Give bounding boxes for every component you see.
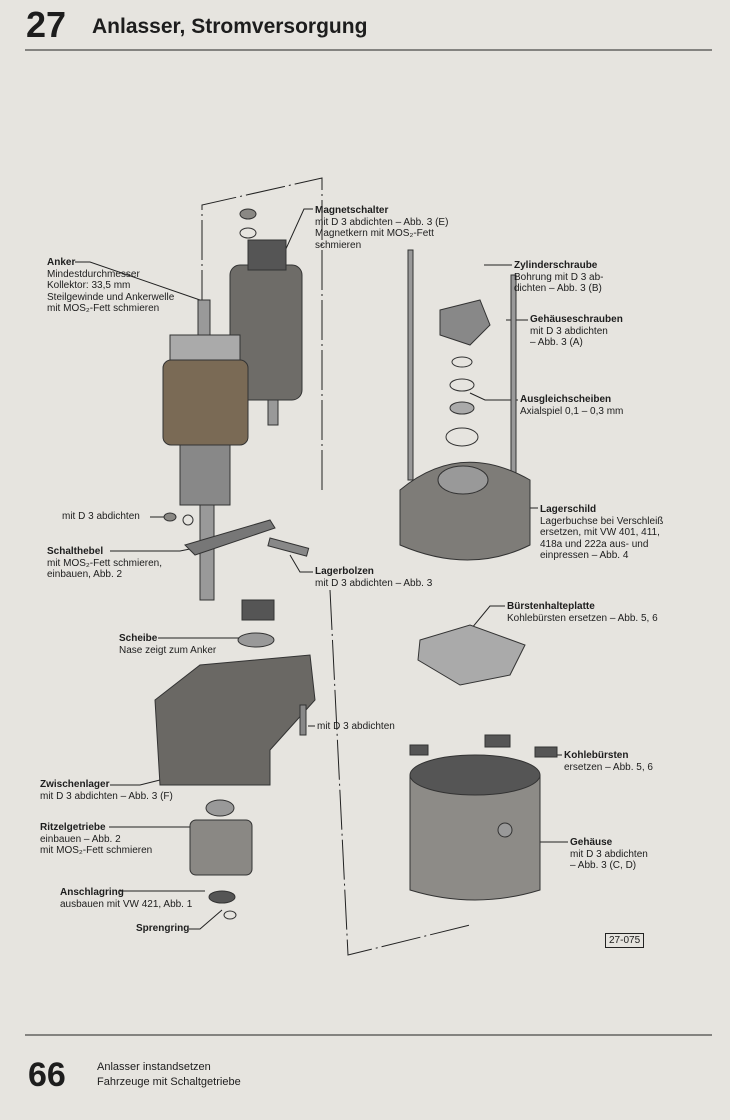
label-ritzelgetriebe: Ritzelgetriebe einbauen – Abb. 2 mit MOS… [40, 822, 152, 857]
label-schalthebel: Schalthebel mit MOS₂-Fett schmieren, ein… [47, 546, 162, 581]
page-number: 66 [28, 1056, 66, 1094]
label-line: Lagerbuchse bei Verschleiß [540, 515, 664, 527]
label-zylinderschraube: Zylinderschraube Bohrung mit D 3 ab- dic… [514, 260, 604, 295]
label-abdichten-2: mit D 3 abdichten [317, 721, 395, 733]
label-lagerbolzen: Lagerbolzen mit D 3 abdichten – Abb. 3 [315, 566, 432, 589]
label-gehaeuse: Gehäuse mit D 3 abdichten – Abb. 3 (C, D… [570, 837, 648, 872]
label-line: mit D 3 abdichten – Abb. 3 [315, 577, 433, 589]
label-line: Mindestdurchmesser [47, 268, 140, 280]
label-anker: Anker Mindestdurchmesser Kollektor: 33,5… [47, 257, 174, 315]
label-line: einbauen – Abb. 2 [40, 833, 121, 845]
label-title: Lagerschild [540, 504, 597, 515]
label-line: einbauen, Abb. 2 [47, 569, 123, 581]
figure-number: 27-075 [605, 933, 645, 948]
footer-line-2: Fahrzeuge mit Schaltgetriebe [97, 1076, 241, 1088]
label-title: Lagerbolzen [315, 566, 374, 577]
end-shield-part [399, 461, 531, 561]
label-line: mit D 3 abdichten – Abb. 3 (E) [315, 216, 449, 228]
label-title: Scheibe [119, 633, 158, 644]
armature-part [197, 299, 211, 341]
axis-line [201, 177, 323, 490]
label-line: mit D 3 abdichten [530, 325, 608, 337]
label-line: Magnetkern mit MOS₂-Fett [315, 228, 434, 240]
label-line: mit D 3 abdichten [570, 848, 648, 860]
label-line: mit MOS₂-Fett schmieren, [47, 557, 163, 569]
label-title: Bürstenhalteplatte [507, 601, 595, 612]
label-line: schmieren [315, 239, 362, 251]
label-line: mit MOS₂-Fett schmieren [47, 303, 160, 315]
label-scheibe: Scheibe Nase zeigt zum Anker [119, 633, 216, 656]
label-title: Anker [47, 257, 76, 268]
brush-plate-part [417, 624, 526, 686]
label-title: Zwischenlager [40, 779, 110, 790]
label-zwischenlager: Zwischenlager mit D 3 abdichten – Abb. 3… [40, 779, 173, 802]
label-line: Kohlebürsten ersetzen – Abb. 5, 6 [507, 612, 658, 624]
intermediate-bearing-part [154, 654, 316, 786]
label-line: 418a und 222a aus- und [540, 538, 649, 550]
label-kohlebuersten: Kohlebürsten ersetzen – Abb. 5, 6 [564, 750, 653, 773]
label-magnetschalter: Magnetschalter mit D 3 abdichten – Abb. … [315, 205, 448, 251]
chapter-number: 27 [26, 4, 67, 45]
label-title: Anschlagring [60, 887, 124, 898]
label-title: Zylinderschraube [514, 260, 598, 271]
label-line: mit D 3 abdichten – Abb. 3 (F) [40, 790, 173, 802]
label-line: mit D 3 abdichten [62, 511, 140, 522]
page-title: Anlasser, Stromversorgung [92, 15, 368, 38]
label-line: dichten – Abb. 3 (B) [514, 283, 602, 295]
label-line: mit D 3 abdichten [317, 721, 395, 732]
label-title: Ritzelgetriebe [40, 822, 106, 833]
pinion-part [205, 799, 235, 817]
label-line: ersetzen, mit VW 401, 411, [540, 527, 660, 539]
label-line: Kollektor: 33,5 mm [47, 280, 131, 292]
label-gehaeuseschrauben: Gehäuseschrauben mit D 3 abdichten – Abb… [530, 314, 623, 349]
footer-line-1: Anlasser instandsetzen [97, 1061, 211, 1073]
label-lagerschild: Lagerschild Lagerbuchse bei Verschleiß e… [540, 504, 663, 562]
label-title: Magnetschalter [315, 205, 389, 216]
label-line: Nase zeigt zum Anker [119, 644, 217, 656]
label-title: Gehäuseschrauben [530, 314, 623, 325]
label-sprengring: Sprengring [136, 923, 189, 935]
label-title: Kohlebürsten [564, 750, 629, 761]
label-line: mit MOS₂-Fett schmieren [40, 845, 153, 857]
label-line: Bohrung mit D 3 ab- [514, 271, 604, 283]
label-line: Steilgewinde und Ankerwelle [47, 291, 175, 303]
label-abdichten-1: mit D 3 abdichten [62, 511, 140, 523]
label-line: ausbauen mit VW 421, Abb. 1 [60, 898, 193, 910]
label-line: – Abb. 3 (A) [530, 337, 583, 349]
label-line: einpressen – Abb. 4 [540, 550, 629, 562]
label-anschlagring: Anschlagring ausbauen mit VW 421, Abb. 1 [60, 887, 192, 910]
label-ausgleichscheiben: Ausgleichscheiben Axialspiel 0,1 – 0,3 m… [520, 394, 623, 417]
label-line: – Abb. 3 (C, D) [570, 860, 637, 872]
label-line: ersetzen – Abb. 5, 6 [564, 761, 653, 773]
housing-part [409, 774, 541, 901]
label-title: Sprengring [136, 923, 190, 934]
leader [279, 208, 313, 263]
label-title: Ausgleichscheiben [520, 394, 612, 405]
axis-line [329, 589, 471, 956]
label-title: Gehäuse [570, 837, 613, 848]
label-title: Schalthebel [47, 546, 104, 557]
label-buerstenhalteplatte: Bürstenhalteplatte Kohlebürsten ersetzen… [507, 601, 658, 624]
label-line: Axialspiel 0,1 – 0,3 mm [520, 405, 624, 417]
